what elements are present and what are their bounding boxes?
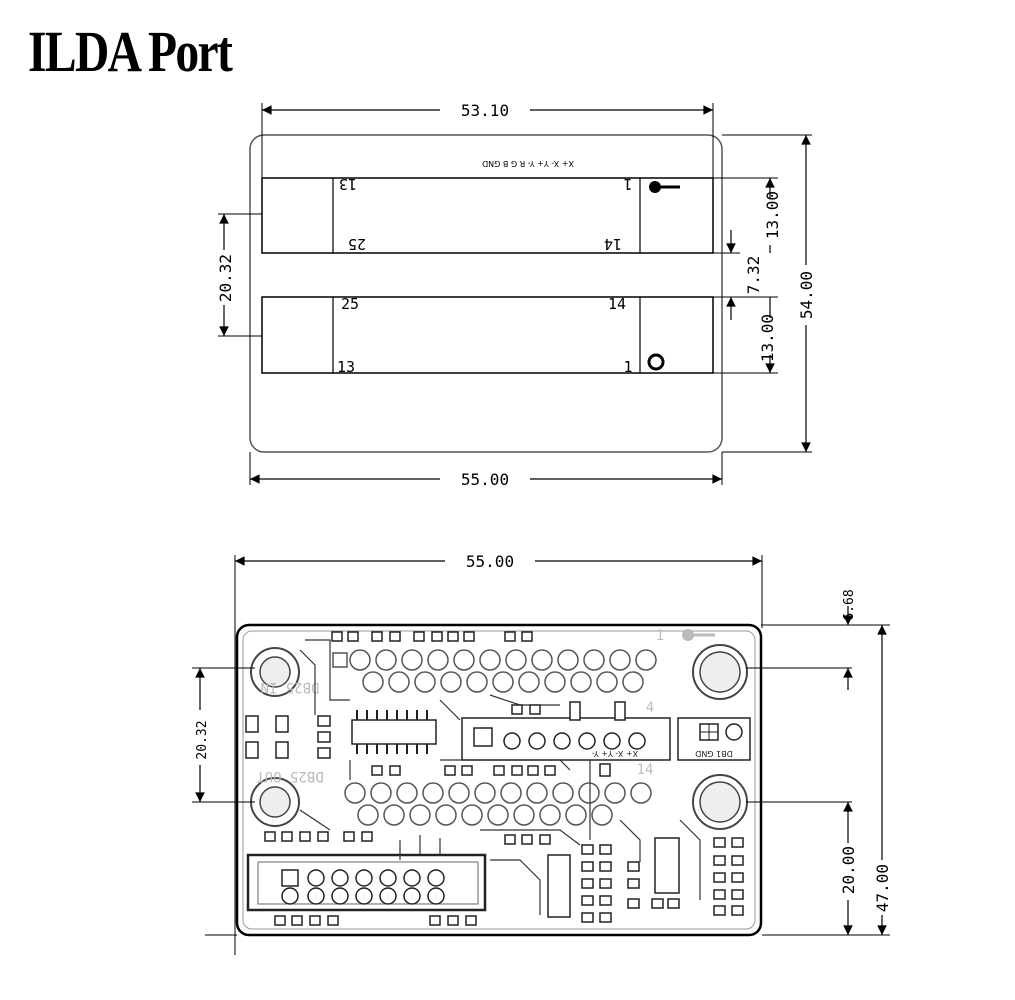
mount-hole-tr — [692, 644, 748, 700]
pcb-view-drawing: 55.00 — [192, 552, 892, 955]
top-plate-outline — [249, 134, 723, 453]
ic-chip — [351, 710, 437, 754]
soic-chips — [547, 837, 680, 918]
pin-label-lower-lb: 13 — [337, 358, 355, 376]
db25-pads-lower — [344, 782, 652, 826]
dim-width-top: 53.10 — [461, 101, 509, 120]
pcb-signals-left: X+ X- Y+ Y- — [592, 749, 638, 758]
dim-connector-gap: 7.32 — [744, 256, 763, 295]
dim-connector-b: 13.00 — [758, 314, 777, 362]
page-title: ILDA Port — [28, 19, 233, 84]
keyhole-icon — [649, 181, 680, 193]
silk-db25-in: DB25 IN — [260, 679, 319, 695]
lower-connector — [261, 296, 714, 374]
silk-pin14: 14 — [637, 762, 654, 778]
dim-height-total: 54.00 — [797, 271, 816, 319]
signal-labels: X+ X- Y+ Y- R G B GND — [482, 159, 574, 168]
mount-hole-tl — [250, 647, 300, 697]
pin-label-lower-rt: 14 — [608, 295, 626, 313]
pin-label-upper-lb: 25 — [348, 235, 366, 253]
pcb-traces — [299, 639, 701, 915]
pin-label-upper-rt: 1 — [623, 175, 632, 193]
smd-pads-middle — [371, 701, 626, 777]
smd-pads-lower — [264, 831, 744, 926]
pcb-keyhole-icon — [682, 629, 715, 641]
dim-pin-spacing: 20.32 — [216, 254, 235, 302]
mount-hole-br — [692, 774, 748, 830]
db25-pads-upper — [349, 649, 657, 693]
top-view-drawing: 53.10 55.00 X+ X- Y+ Y- R G B GND 13 1 2… — [216, 101, 816, 489]
mount-hole-bl — [250, 777, 300, 827]
pin-label-upper-rb: 14 — [604, 235, 622, 253]
header-signals-block: X+ X- Y+ Y- — [461, 717, 671, 761]
dim-connector-a: 13.00 — [763, 191, 782, 239]
pin-label-lower-lt: 25 — [341, 295, 359, 313]
silk-pin1: 1 — [656, 628, 664, 644]
dim-pcb-height-total: 47.00 — [873, 864, 892, 912]
dim-pcb-top-offset: 6.68 — [842, 589, 857, 620]
pin-label-lower-rb: 1 — [623, 358, 632, 376]
upper-connector — [261, 177, 714, 254]
pcb-signals-right: DB1 GND — [695, 749, 733, 758]
smd-pads-left — [245, 715, 331, 759]
silk-pin4: 4 — [646, 700, 654, 716]
header-power-block: DB1 GND — [677, 717, 751, 761]
mount-ring-icon — [647, 353, 665, 371]
dim-pcb-hole-spacing-left: 20.32 — [195, 720, 210, 759]
smd-pads-top — [331, 631, 533, 642]
dim-pcb-hole-spacing: 20.00 — [839, 846, 858, 894]
idc-header — [246, 853, 487, 912]
dim-pcb-width: 55.00 — [466, 552, 514, 571]
pin-label-upper-lt: 13 — [339, 175, 357, 193]
dim-width-bottom: 55.00 — [461, 470, 509, 489]
silk-db25-out: DB25 OUT — [256, 768, 324, 784]
